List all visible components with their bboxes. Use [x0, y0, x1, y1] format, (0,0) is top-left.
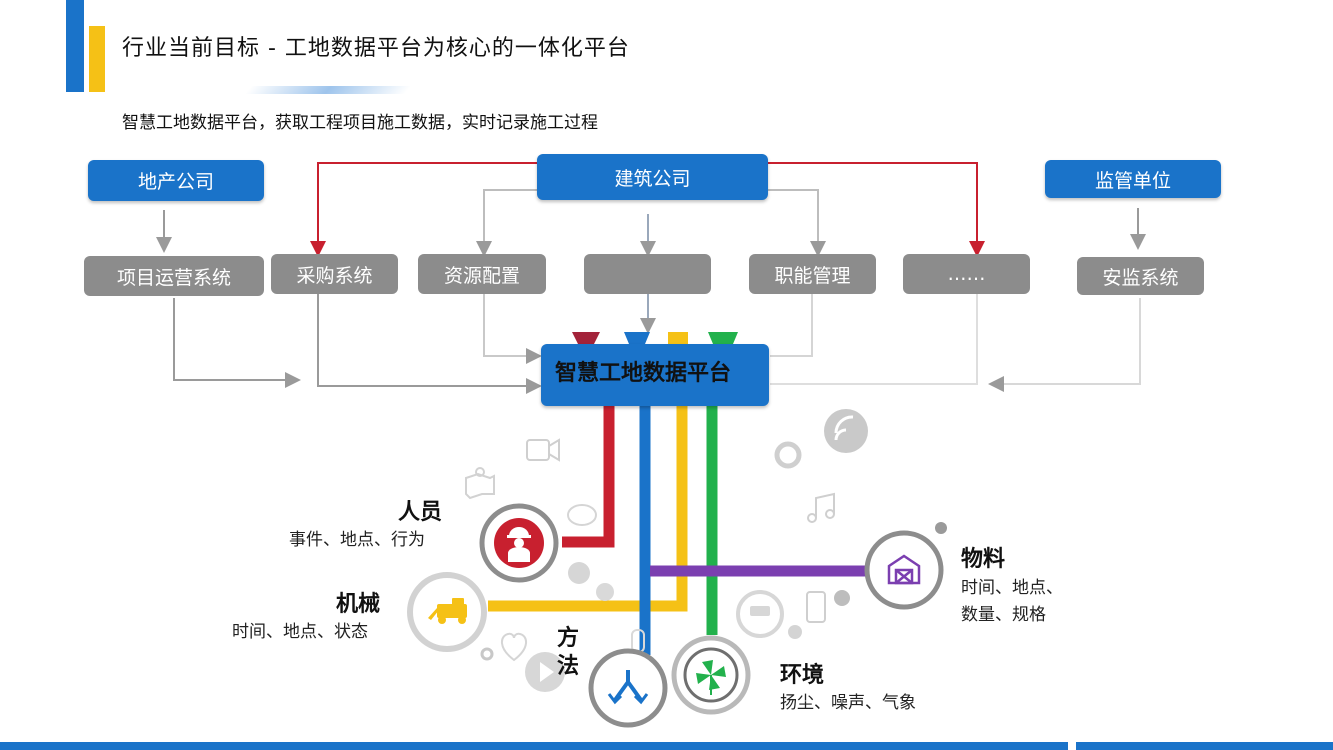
split-arrow-icon	[607, 670, 649, 705]
worker-helmet-icon	[507, 527, 531, 562]
decor-dot	[596, 583, 614, 601]
system-procurement: 采购系统	[271, 254, 398, 294]
page-subtitle: 智慧工地数据平台，获取工程项目施工数据，实时记录施工过程	[122, 113, 598, 133]
system-more: ……	[903, 254, 1030, 294]
decor-video-icon	[526, 438, 560, 462]
environment-desc: 扬尘、噪声、气象	[780, 693, 916, 713]
machinery-desc: 时间、地点、状态	[232, 622, 368, 642]
system-resources: 资源配置	[418, 254, 546, 294]
decor-dot	[935, 522, 947, 534]
system-safety: 安监系统	[1077, 257, 1204, 295]
system-blank	[584, 254, 711, 294]
materials-desc-line2: 数量、规格	[961, 605, 1046, 625]
decor-dot	[788, 625, 802, 639]
decor-chat-icon	[567, 504, 597, 526]
header-accent-blue	[66, 0, 84, 92]
org-supervision: 监管单位	[1045, 160, 1221, 198]
warehouse-icon	[887, 554, 921, 585]
header-accent-yellow	[89, 26, 105, 92]
decor-phone-icon	[806, 591, 826, 623]
people-desc: 事件、地点、行为	[289, 530, 425, 550]
system-functions: 职能管理	[749, 254, 876, 294]
people-circle	[479, 503, 559, 583]
decor-dot	[834, 590, 850, 606]
org-construction: 建筑公司	[537, 154, 768, 200]
tow-truck-icon	[428, 598, 467, 624]
org-real-estate: 地产公司	[88, 160, 264, 201]
method-circle	[588, 648, 668, 728]
footer-bar	[0, 742, 1068, 750]
environment-title: 环境	[780, 663, 825, 688]
machinery-circle	[407, 572, 487, 652]
decor-dot	[568, 562, 590, 584]
decor-ring	[774, 441, 802, 469]
decor-ring	[480, 647, 494, 661]
materials-circle	[864, 530, 944, 610]
pinwheel-icon	[696, 660, 726, 695]
data-platform-box: 智慧工地数据平台	[541, 344, 769, 406]
materials-desc-line1: 时间、地点、	[961, 578, 1063, 598]
materials-title: 物料	[961, 547, 1006, 572]
decor-heart-icon	[501, 632, 527, 662]
method-title: 方 法	[557, 626, 580, 679]
decor-map-icon	[465, 467, 495, 500]
machinery-title: 机械	[336, 592, 381, 617]
decor-music-icon	[807, 492, 835, 523]
system-project-ops: 项目运营系统	[84, 256, 264, 296]
page-title: 行业当前目标 - 工地数据平台为核心的一体化平台	[122, 36, 630, 61]
decor-drive-ring	[736, 590, 784, 638]
environment-circle	[671, 635, 751, 715]
people-title: 人员	[398, 500, 443, 525]
footer-bar-right	[1076, 742, 1333, 750]
data-platform-label: 智慧工地数据平台	[555, 361, 732, 386]
